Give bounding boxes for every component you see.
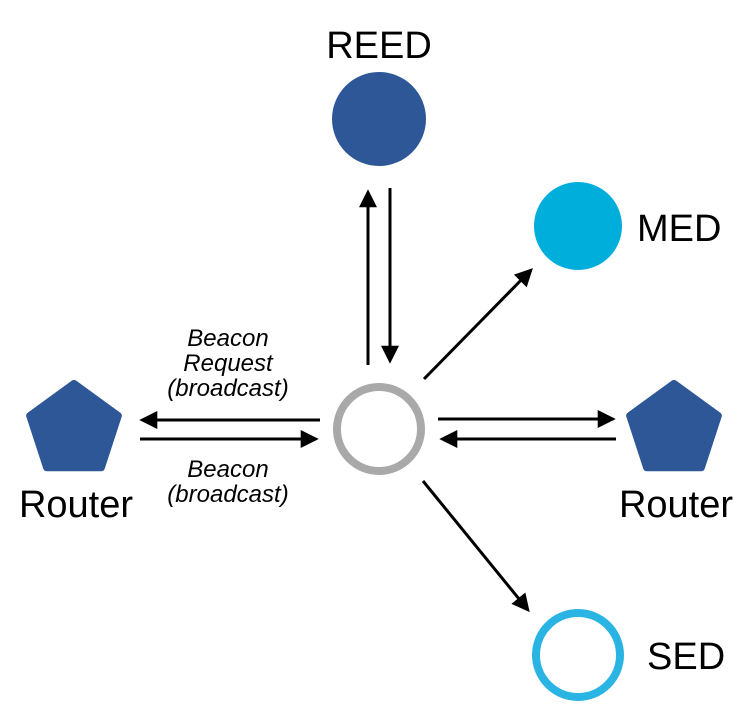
- joiner-node-icon: [333, 383, 425, 475]
- sed-node-icon: [532, 609, 624, 701]
- arrow-joiner-to-med: [422, 268, 533, 381]
- med-node-icon: [534, 182, 622, 270]
- med-label: MED: [637, 208, 721, 250]
- left-router-label: Router: [19, 484, 133, 526]
- arrows-group: [139, 188, 616, 613]
- reed-label: REED: [326, 25, 432, 67]
- arrow-joiner-to-sed: [421, 480, 530, 613]
- beacon-request-line1: Beacon: [187, 325, 268, 352]
- beacon-label: Beacon (broadcast): [167, 456, 288, 508]
- beacon-line2: (broadcast): [167, 481, 288, 508]
- sed-label: SED: [647, 636, 725, 678]
- reed-node-icon: [332, 72, 426, 166]
- beacon-line1: Beacon: [187, 456, 268, 483]
- right-router-label: Router: [619, 484, 733, 526]
- beacon-request-label: Beacon Request (broadcast): [167, 325, 288, 402]
- beacon-request-line3: (broadcast): [167, 375, 288, 402]
- left-router-pentagon-icon: [26, 380, 122, 472]
- beacon-request-line2: Request: [183, 350, 274, 377]
- right-router-pentagon-icon: [626, 380, 722, 472]
